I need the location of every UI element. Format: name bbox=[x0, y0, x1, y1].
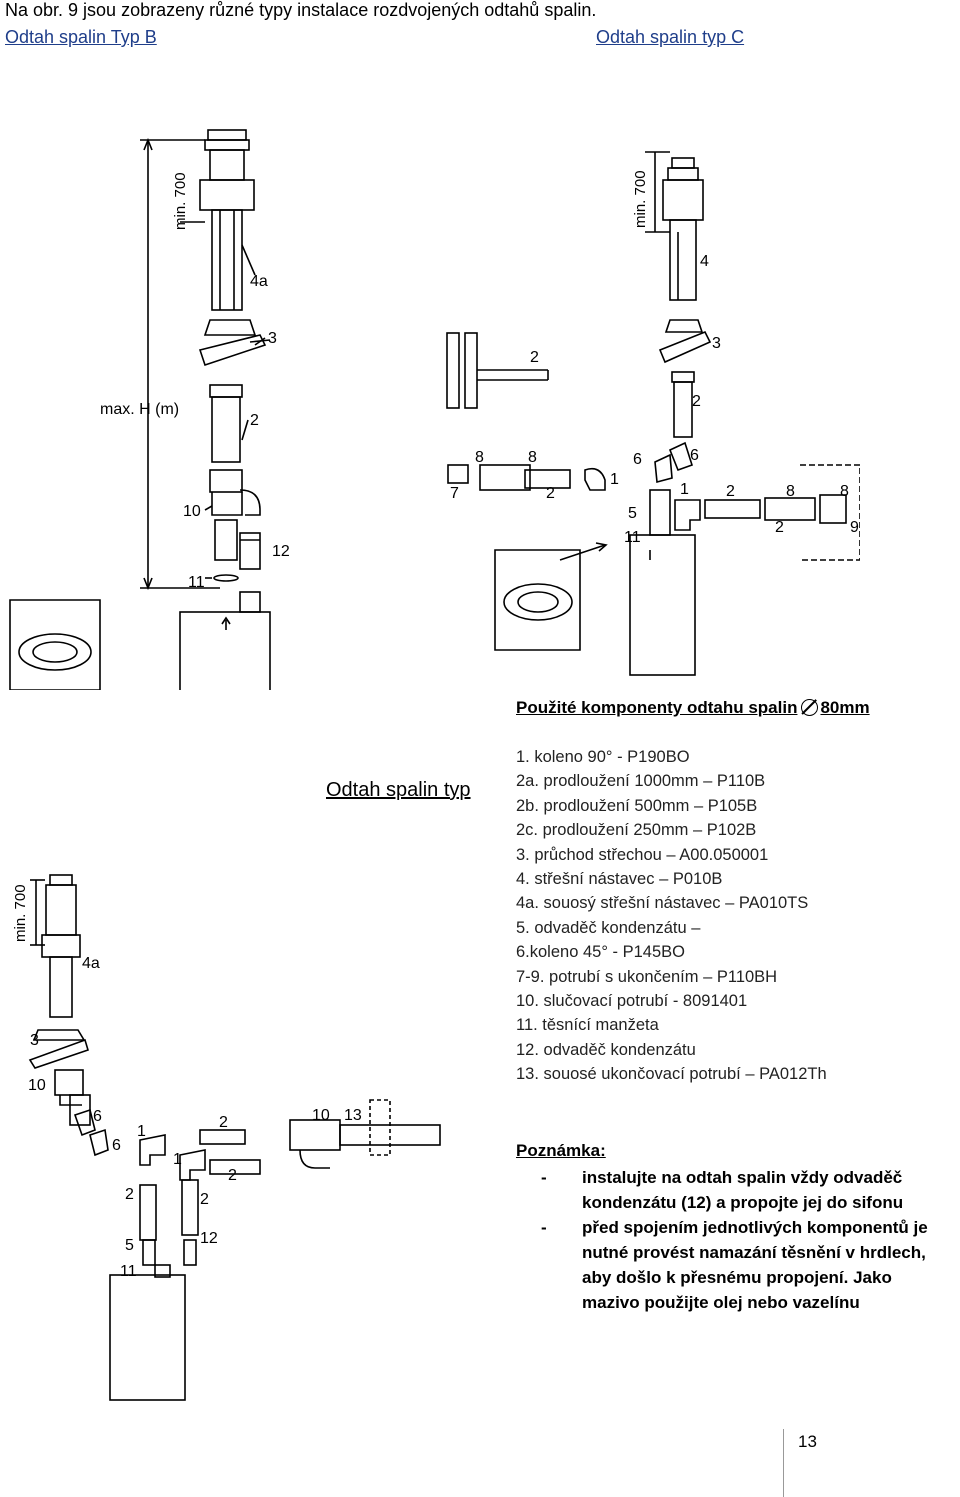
diameter-icon bbox=[801, 699, 819, 716]
type-b-heading: Odtah spalin Typ B bbox=[5, 27, 157, 47]
part-label: 10 bbox=[183, 503, 201, 520]
note-body: - instalujte na odtah spalin vždy odvadě… bbox=[541, 1165, 928, 1315]
part-label: 2 bbox=[250, 412, 259, 429]
part-label: 4a bbox=[82, 955, 100, 972]
part-label: 8 bbox=[786, 483, 795, 500]
intro-text: Na obr. 9 jsou zobrazeny různé typy inst… bbox=[5, 0, 597, 20]
component-item: 13. souosé ukončovací potrubí – PA012Th bbox=[516, 1065, 827, 1084]
note-line: instalujte na odtah spalin vždy odvaděč bbox=[582, 1168, 903, 1187]
part-label: 8 bbox=[840, 483, 849, 500]
part-label: 2 bbox=[200, 1191, 209, 1208]
typ-label: Odtah spalin typ bbox=[326, 779, 471, 801]
part-label: 8 bbox=[475, 449, 484, 466]
part-label: 1 bbox=[137, 1123, 146, 1140]
component-item: 6.koleno 45° - P145BO bbox=[516, 943, 685, 962]
part-label: 6 bbox=[633, 451, 642, 468]
part-label: 8 bbox=[528, 449, 537, 466]
part-label: 2 bbox=[228, 1167, 237, 1184]
part-label: 2 bbox=[546, 485, 555, 502]
part-label: 3 bbox=[268, 330, 277, 347]
part-label: 1 bbox=[173, 1151, 182, 1168]
part-label: 5 bbox=[628, 505, 637, 522]
min-700-label: min. 700 bbox=[12, 884, 29, 942]
component-item: 2a. prodloužení 1000mm – P110B bbox=[516, 772, 766, 791]
note-line: před spojením jednotlivých komponentů je bbox=[582, 1218, 928, 1237]
part-label: 3 bbox=[30, 1032, 39, 1049]
part-label: 6 bbox=[93, 1108, 102, 1125]
diagram-type-bottom: min. 700 4a 3 10 6 6 1 2 1 2 2 2 5 12 11… bbox=[12, 874, 441, 1401]
note-dash: - bbox=[541, 1168, 547, 1187]
min-700-label: min. 700 bbox=[172, 172, 189, 230]
part-label: 2 bbox=[775, 519, 784, 536]
part-label: 11 bbox=[624, 529, 641, 546]
note-item: - před spojením jednotlivých komponentů … bbox=[541, 1215, 928, 1315]
components-list: 1. koleno 90° - P190BO 2a. prodloužení 1… bbox=[516, 745, 827, 1087]
part-label: 7 bbox=[450, 485, 459, 502]
component-item: 4. střešní nástavec – P010B bbox=[516, 870, 723, 889]
part-label: 2 bbox=[692, 393, 701, 410]
page-number: 13 bbox=[798, 1432, 817, 1451]
type-c-heading: Odtah spalin typ C bbox=[596, 27, 745, 47]
part-label: 10 bbox=[312, 1107, 330, 1124]
page-number-divider bbox=[783, 1429, 784, 1497]
note-line: aby došlo k přesnému propojení. Jako bbox=[582, 1268, 892, 1287]
min-700-label: min. 700 bbox=[632, 170, 649, 228]
component-item: 2c. prodloužení 250mm – P102B bbox=[516, 821, 757, 840]
part-label: 12 bbox=[272, 543, 290, 560]
component-item: 10. slučovací potrubí - 8091401 bbox=[516, 992, 748, 1011]
part-label: 5 bbox=[125, 1237, 134, 1254]
component-item: 5. odvaděč kondenzátu – bbox=[516, 918, 701, 937]
part-label: 9 bbox=[850, 519, 859, 536]
part-label: 4 bbox=[700, 253, 709, 270]
diagram-type-c: min. 700 4 3 2 2 8 8 6 6 1 7 2 1 5 11 2 … bbox=[446, 151, 860, 676]
diagram-type-b: min. 700 max. H (m) 4a 3 2 10 12 11 bbox=[9, 129, 290, 690]
part-label: 10 bbox=[28, 1077, 46, 1094]
component-item: 2b. prodloužení 500mm – P105B bbox=[516, 796, 758, 815]
component-item: 7-9. potrubí s ukončením – P110BH bbox=[516, 967, 778, 986]
part-label: 6 bbox=[690, 447, 699, 464]
part-label: 1 bbox=[680, 481, 689, 498]
part-label: 4a bbox=[250, 273, 268, 290]
note-title: Poznámka: bbox=[516, 1141, 606, 1160]
part-label: 13 bbox=[344, 1107, 362, 1124]
note-line: kondenzátu (12) a propojte jej do sifonu bbox=[582, 1193, 904, 1212]
note-line: nutné provést namazání těsnění v hrdlech… bbox=[582, 1243, 926, 1262]
part-label: 11 bbox=[120, 1263, 137, 1280]
part-label: 12 bbox=[200, 1230, 218, 1247]
part-label: 1 bbox=[610, 471, 619, 488]
note-line: mazivo použijte olej nebo vazelínu bbox=[582, 1293, 860, 1312]
component-item: 11. těsnící manžeta bbox=[516, 1016, 659, 1035]
component-item: 12. odvaděč kondenzátu bbox=[516, 1040, 696, 1059]
part-label: 2 bbox=[219, 1114, 228, 1131]
part-label: 2 bbox=[726, 483, 735, 500]
part-label: 3 bbox=[712, 335, 721, 352]
note-item: - instalujte na odtah spalin vždy odvadě… bbox=[541, 1165, 928, 1215]
max-h-label: max. H (m) bbox=[100, 401, 179, 418]
component-item: 3. průchod střechou – A00.050001 bbox=[516, 845, 769, 864]
part-label: 6 bbox=[112, 1137, 121, 1154]
part-label: 2 bbox=[530, 349, 539, 366]
note-dash: - bbox=[541, 1218, 547, 1237]
component-item: 1. koleno 90° - P190BO bbox=[516, 748, 690, 766]
component-item: 4a. souosý střešní nástavec – PA010TS bbox=[516, 894, 809, 913]
part-label: 2 bbox=[125, 1186, 134, 1203]
part-label: 11 bbox=[188, 574, 205, 591]
